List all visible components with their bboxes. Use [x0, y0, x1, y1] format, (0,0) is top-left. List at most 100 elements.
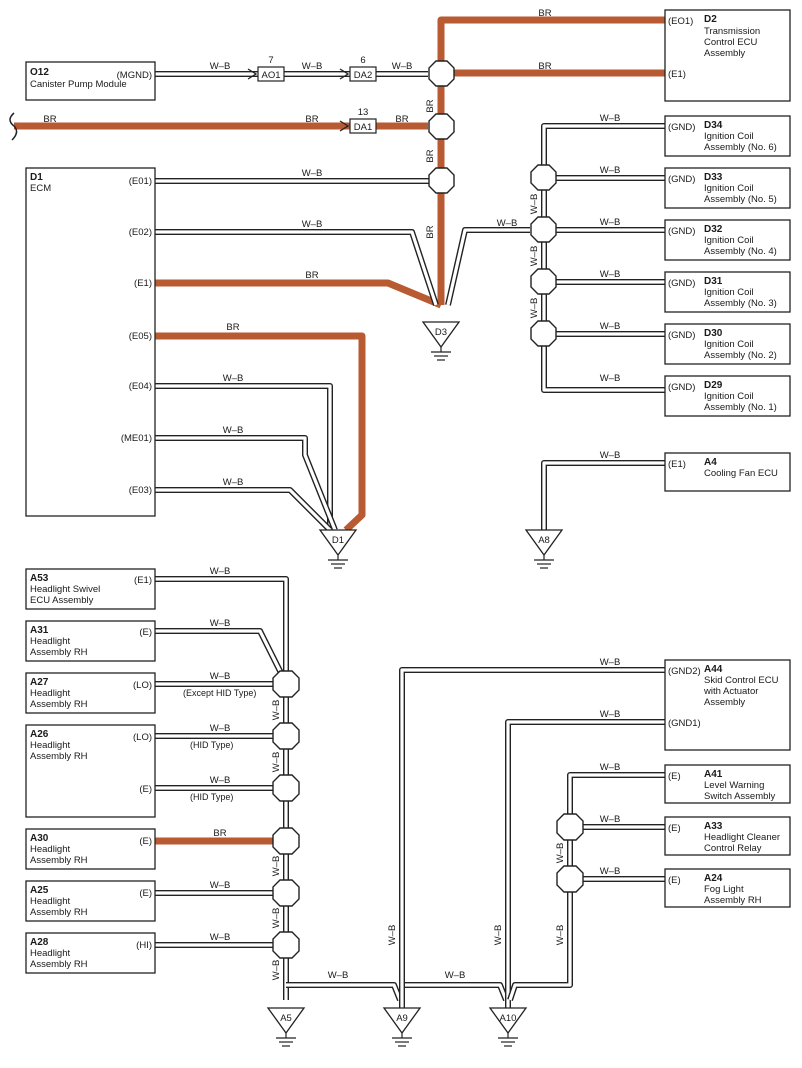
svg-text:A31: A31 [30, 625, 49, 636]
splice-joints [272, 60, 584, 959]
variant-notes: (Except HID Type) (HID Type) (HID Type) [183, 688, 256, 802]
component-d1-ecm: D1 ECM (E01) (E02) (E1) (E05) (E04) (ME0… [25, 167, 156, 517]
svg-text:Fog Light: Fog Light [704, 884, 744, 895]
wb-label: W–B [223, 373, 244, 384]
svg-text:A4: A4 [704, 457, 717, 468]
svg-text:(E): (E) [668, 823, 681, 834]
svg-text:Assembly RH: Assembly RH [30, 647, 88, 658]
ground-a10: A10 [488, 1007, 528, 1047]
svg-text:A30: A30 [30, 833, 49, 844]
svg-text:Ignition Coil: Ignition Coil [704, 339, 754, 350]
wb-label: W–B [600, 709, 621, 720]
component-a25: A25 Headlight Assembly RH (E) [25, 880, 156, 922]
connector-da2 [349, 66, 377, 82]
component-a53: A53 Headlight Swivel ECU Assembly (E1) [25, 568, 156, 610]
svg-text:A24: A24 [704, 873, 723, 884]
component-d29: D29 Ignition Coil Assembly (No. 1) (GND) [664, 375, 791, 417]
svg-text:(GND): (GND) [668, 122, 695, 133]
hid-type-note: (HID Type) [190, 740, 233, 750]
svg-text:(EO1): (EO1) [668, 16, 693, 27]
splice-joint [556, 813, 584, 841]
svg-text:(HI): (HI) [136, 940, 152, 951]
svg-text:Assembly (No. 6): Assembly (No. 6) [704, 142, 777, 153]
svg-text:A26: A26 [30, 729, 49, 740]
wb-label: W–B [271, 700, 282, 721]
ground-d3: D3 [421, 321, 461, 361]
wb-label: W–B [600, 762, 621, 773]
svg-text:Headlight: Headlight [30, 636, 70, 647]
wb-label: W–B [529, 246, 540, 267]
svg-text:Headlight: Headlight [30, 740, 70, 751]
svg-text:Transmission: Transmission [704, 26, 760, 37]
svg-text:Assembly RH: Assembly RH [30, 751, 88, 762]
svg-text:Ignition Coil: Ignition Coil [704, 183, 754, 194]
svg-text:Control Relay: Control Relay [704, 843, 762, 854]
ground-d1: D1 [318, 529, 358, 569]
component-a24: A24 Fog Light Assembly RH (E) [664, 868, 791, 908]
connector-ao1 [257, 66, 285, 82]
svg-text:(GND): (GND) [668, 174, 695, 185]
component-d2: D2 Transmission Control ECU Assembly (EO… [664, 9, 791, 102]
svg-text:D2: D2 [704, 14, 717, 25]
wb-label: W–B [210, 723, 231, 734]
wb-wires-top [155, 71, 665, 533]
wb-label: W–B [600, 165, 621, 176]
wb-label: W–B [600, 321, 621, 332]
svg-text:(E05): (E05) [129, 331, 152, 342]
component-d34: D34 Ignition Coil Assembly (No. 6) (GND) [664, 115, 791, 157]
wb-label: W–B [493, 925, 504, 946]
svg-text:D3: D3 [435, 327, 447, 338]
wb-label: W–B [328, 970, 349, 981]
wb-label: W–B [210, 618, 231, 629]
svg-text:Assembly (No. 3): Assembly (No. 3) [704, 298, 777, 309]
wb-label: W–B [210, 671, 231, 682]
svg-text:(E02): (E02) [129, 227, 152, 238]
wb-label: W–B [271, 960, 282, 981]
svg-text:A44: A44 [704, 664, 723, 675]
svg-text:(E04): (E04) [129, 381, 152, 392]
wb-label: W–B [392, 61, 413, 72]
svg-text:ECU Assembly: ECU Assembly [30, 595, 94, 606]
component-d32: D32 Ignition Coil Assembly (No. 4) (GND) [664, 219, 791, 261]
br-label: BR [538, 8, 551, 19]
svg-text:(E): (E) [668, 771, 681, 782]
svg-text:Level Warning: Level Warning [704, 780, 764, 791]
svg-text:Assembly RH: Assembly RH [30, 907, 88, 918]
hid-type-note: (HID Type) [190, 792, 233, 802]
ground-points: D3 D1 A8 A5 [266, 321, 564, 1047]
wire-labels: BR BR W–B W–B W–B BR BR BR W–B W–B BR BR… [43, 8, 620, 981]
svg-text:D33: D33 [704, 172, 723, 183]
svg-text:(E1): (E1) [668, 459, 686, 470]
br-label: BR [305, 270, 318, 281]
wb-label: W–B [210, 775, 231, 786]
svg-text:Headlight: Headlight [30, 844, 70, 855]
svg-text:13: 13 [358, 107, 369, 118]
splice-joint [556, 865, 584, 893]
svg-text:Assembly (No. 4): Assembly (No. 4) [704, 246, 777, 257]
svg-text:Ignition Coil: Ignition Coil [704, 287, 754, 298]
svg-text:(GND): (GND) [668, 226, 695, 237]
svg-text:Assembly: Assembly [704, 48, 745, 59]
component-a41: A41 Level Warning Switch Assembly (E) [664, 764, 791, 804]
wire-break-symbol [9, 112, 18, 141]
wb-label: W–B [210, 566, 231, 577]
splice-joint [428, 167, 455, 194]
svg-text:7: 7 [268, 55, 273, 66]
component-a28: A28 Headlight Assembly RH (HI) [25, 932, 156, 974]
ground-a8: A8 [524, 529, 564, 569]
svg-text:(MGND): (MGND) [117, 70, 152, 81]
svg-text:(GND): (GND) [668, 382, 695, 393]
svg-text:A41: A41 [704, 769, 723, 780]
svg-text:Headlight: Headlight [30, 896, 70, 907]
svg-text:D32: D32 [704, 224, 723, 235]
svg-text:Assembly RH: Assembly RH [704, 895, 762, 906]
svg-text:A25: A25 [30, 885, 49, 896]
wb-label: W–B [210, 61, 231, 72]
svg-text:(E1): (E1) [134, 575, 152, 586]
wb-label: W–B [600, 373, 621, 384]
wb-label: W–B [600, 657, 621, 668]
splice-joint [272, 774, 300, 802]
wb-label: W–B [555, 843, 566, 864]
wb-label: W–B [271, 856, 282, 877]
svg-text:D1: D1 [30, 172, 43, 183]
